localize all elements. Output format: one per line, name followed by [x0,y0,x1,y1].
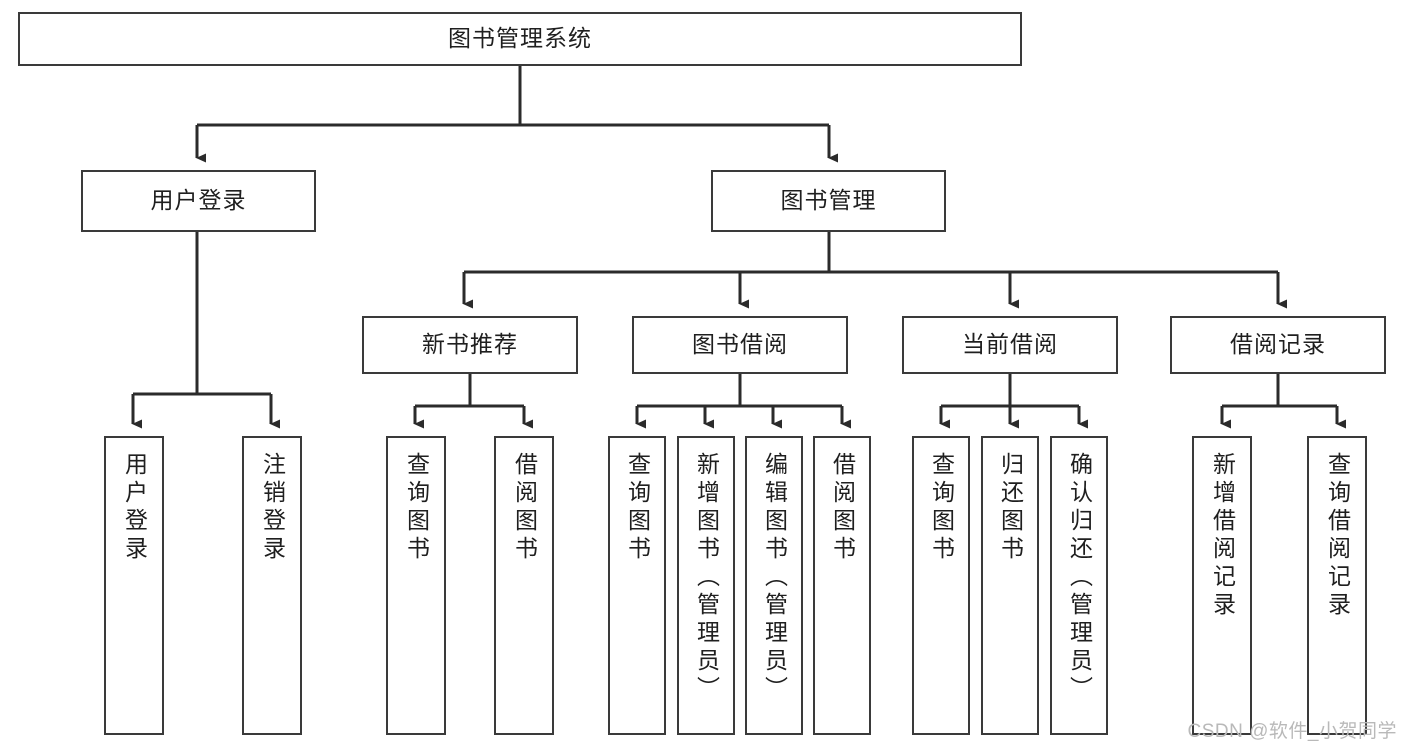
connector-book-borrow-to-leaves [635,374,851,429]
node-label: 借阅图书 [829,452,856,564]
connector-current-borrow-to-leaves [939,374,1088,429]
node-label: 新增图书（管理员） [693,452,720,704]
node-label: 查询图书 [403,452,430,564]
node-label: 图书管理 [780,187,877,214]
node-label: 查询图书 [624,452,651,564]
node-book-borrow[interactable]: 图书借阅 [632,316,848,374]
leaf-query-book-recommend[interactable]: 查询图书 [386,436,446,735]
node-label: 归还图书 [997,452,1024,564]
node-label: 图书管理系统 [448,25,592,52]
leaf-add-book-admin[interactable]: 新增图书（管理员） [677,436,735,735]
connector-new-book-to-leaves [413,374,533,429]
leaf-borrow-book-recommend[interactable]: 借阅图书 [494,436,554,735]
node-book-management[interactable]: 图书管理 [711,170,946,232]
node-borrow-record[interactable]: 借阅记录 [1170,316,1386,374]
node-label: 用户登录 [150,187,247,214]
connector-root-to-level2 [195,66,838,163]
node-label: 当前借阅 [962,331,1058,358]
node-label: 新书推荐 [422,331,518,358]
node-label: 编辑图书（管理员） [761,452,788,704]
leaf-confirm-return-admin[interactable]: 确认归还（管理员） [1050,436,1108,735]
connector-borrow-record-to-leaves [1220,374,1346,429]
node-user-login[interactable]: 用户登录 [81,170,316,232]
node-label: 查询图书 [928,452,955,564]
node-label: 确认归还（管理员） [1066,452,1093,704]
leaf-add-borrow-record[interactable]: 新增借阅记录 [1192,436,1252,735]
node-label: 借阅图书 [511,452,538,564]
connector-user-login-to-leaves [131,232,280,429]
connector-book-manage-to-level3 [462,232,1287,309]
node-current-borrow[interactable]: 当前借阅 [902,316,1118,374]
leaf-return-book[interactable]: 归还图书 [981,436,1039,735]
node-label: 新增借阅记录 [1209,452,1236,620]
leaf-user-login[interactable]: 用户登录 [104,436,164,735]
node-label: 借阅记录 [1230,331,1326,358]
leaf-logout-login[interactable]: 注销登录 [242,436,302,735]
leaf-borrow-book[interactable]: 借阅图书 [813,436,871,735]
node-label: 图书借阅 [692,331,788,358]
node-root-library-management-system[interactable]: 图书管理系统 [18,12,1022,66]
node-label: 注销登录 [259,452,286,564]
node-label: 用户登录 [121,452,148,564]
node-new-book-recommend[interactable]: 新书推荐 [362,316,578,374]
node-label: 查询借阅记录 [1324,452,1351,620]
leaf-query-borrow-record[interactable]: 查询借阅记录 [1307,436,1367,735]
leaf-query-book-borrow[interactable]: 查询图书 [608,436,666,735]
leaf-query-book-current[interactable]: 查询图书 [912,436,970,735]
leaf-edit-book-admin[interactable]: 编辑图书（管理员） [745,436,803,735]
